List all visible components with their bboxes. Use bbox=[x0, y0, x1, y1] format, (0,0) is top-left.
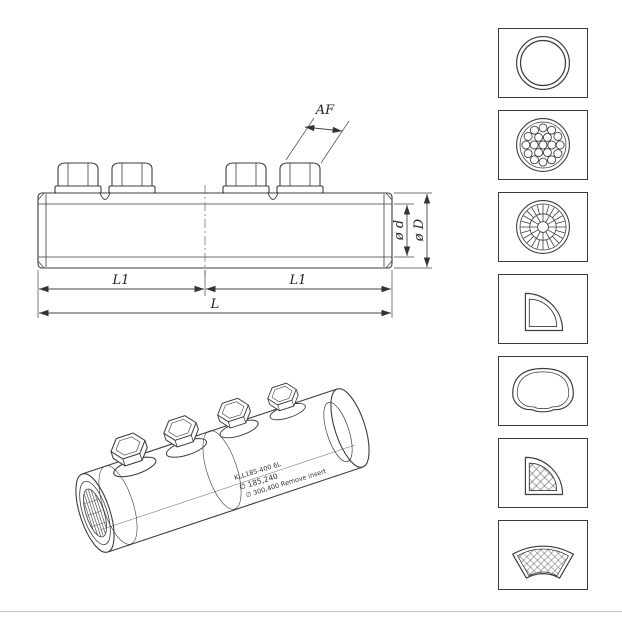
connector-body-3d bbox=[75, 388, 370, 553]
round-compacted-conductor-icon bbox=[516, 200, 570, 254]
connector-side-view-drawing: AF ø d ø D L1 L1 L bbox=[37, 103, 432, 318]
cross-section-box-4 bbox=[498, 274, 588, 344]
bottom-divider bbox=[0, 611, 622, 612]
af-label: AF bbox=[315, 103, 335, 118]
sector-solid-conductor-icon bbox=[524, 292, 564, 332]
cross-section-box-1 bbox=[498, 28, 588, 98]
connector-3d-view: KLL185-400 6L ∅ 185,240 ∅ 300,400 Remove… bbox=[75, 379, 370, 553]
cross-section-box-2 bbox=[498, 110, 588, 180]
cross-section-box-5 bbox=[498, 356, 588, 426]
bore-diameter-label: ø d bbox=[392, 220, 407, 241]
body-markings: KLL185-400 6L ∅ 185,240 ∅ 300,400 Remove… bbox=[233, 460, 327, 499]
oval-solid-conductor-icon bbox=[512, 367, 574, 413]
cross-section-column bbox=[498, 28, 588, 590]
af-dimension: AF bbox=[285, 103, 350, 164]
length-dimensions: L1 L1 L bbox=[37, 270, 393, 318]
round-solid-conductor-icon bbox=[516, 36, 570, 90]
connector-body bbox=[37, 192, 393, 269]
l1-right-label: L1 bbox=[289, 273, 307, 288]
sector-stranded-conductor-icon bbox=[524, 456, 564, 496]
cross-section-box-7 bbox=[498, 520, 588, 590]
cross-section-box-6 bbox=[498, 438, 588, 508]
l1-left-label: L1 bbox=[112, 273, 130, 288]
diameter-dimensions: ø d ø D bbox=[392, 192, 432, 269]
outer-diameter-label: ø D bbox=[412, 218, 427, 242]
shear-bolts-side bbox=[54, 162, 324, 194]
cross-section-box-3 bbox=[498, 192, 588, 262]
overall-length-label: L bbox=[210, 297, 220, 312]
fan-sector-stranded-conductor-icon bbox=[512, 545, 574, 579]
cable-strands-in-bore bbox=[80, 488, 109, 539]
round-stranded-conductor-icon bbox=[516, 118, 570, 172]
